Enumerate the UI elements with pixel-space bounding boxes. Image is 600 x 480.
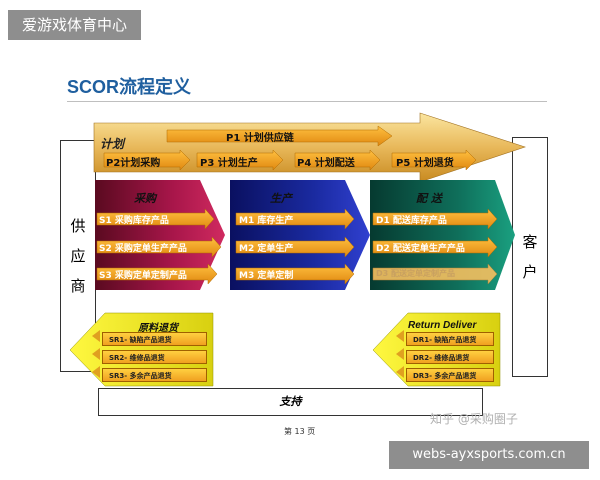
support-bar: 支持: [98, 388, 483, 416]
d1-label: D1 配送库存产品: [376, 216, 447, 226]
deliver-return-arrow: [372, 312, 501, 387]
watermark-top: 爱游戏体育中心: [8, 10, 141, 40]
dr2-item: DR2- 维修品退货: [406, 350, 494, 364]
dr1-item: DR1- 缺陷产品退货: [406, 332, 494, 346]
dr3-item: DR3- 多余产品退货: [406, 368, 494, 382]
p1-label: P1 计划供应链: [226, 133, 294, 144]
sr2-item: SR2- 维修品退货: [102, 350, 207, 364]
dr2-arrow: [396, 348, 404, 360]
make-chevron: [230, 180, 370, 290]
d3-label: D3 配送定单定制产品: [376, 269, 455, 278]
customer-char-1: 客: [522, 233, 538, 251]
s2-label: S2 采购定单生产产品: [99, 244, 187, 254]
d2-label: D2 配送定单生产产品: [376, 244, 465, 254]
source-return-arrow: [69, 312, 214, 387]
p2-label: P2计划采购: [106, 158, 161, 169]
supplier-char-2: 应: [70, 247, 86, 265]
s3-label: S3 采购定单定制产品: [99, 271, 187, 281]
p5-arrow: [391, 149, 477, 171]
supplier-char-3: 商: [70, 277, 86, 295]
m2-label: M2 定单生产: [239, 244, 294, 254]
deliver-return-label: Return Deliver: [408, 320, 477, 331]
m1-label: M1 库存生产: [239, 216, 294, 226]
diagram-title: SCOR流程定义: [67, 77, 192, 97]
customer-char-2: 户: [522, 263, 538, 281]
p3-label: P3 计划生产: [200, 158, 258, 169]
dr3-arrow: [396, 366, 404, 378]
customer-box: 客 户: [512, 137, 548, 377]
sr3-arrow: [92, 366, 100, 378]
s1-arrow: [96, 208, 215, 230]
zhihu-watermark: 知乎 @采购圈子: [430, 412, 518, 426]
watermark-bottom: webs-ayxsports.com.cn: [389, 441, 589, 469]
p5-label: P5 计划退货: [396, 158, 454, 169]
m3-label: M3 定单定制: [239, 271, 294, 281]
sr2-arrow: [92, 348, 100, 360]
page-number: 第 13 页: [284, 427, 316, 436]
d3-arrow: [372, 263, 498, 285]
plan-arrow: [93, 112, 526, 183]
d2-arrow: [372, 236, 498, 258]
source-chevron: [95, 180, 225, 290]
supplier-char-1: 供: [70, 217, 86, 235]
deliver-label: 配 送: [416, 192, 442, 205]
sr3-item: SR3- 多余产品退货: [102, 368, 207, 382]
source-label: 采购: [134, 192, 156, 205]
p2-arrow: [103, 149, 191, 171]
sr1-item: SR1- 缺陷产品退货: [102, 332, 207, 346]
deliver-chevron: [370, 180, 515, 290]
p4-label: P4 计划配送: [297, 158, 355, 169]
d1-arrow: [372, 208, 498, 230]
s3-arrow: [96, 263, 218, 285]
s1-label: S1 采购库存产品: [99, 216, 169, 226]
make-label: 生产: [270, 192, 292, 205]
p4-arrow: [294, 149, 381, 171]
dr1-arrow: [396, 330, 404, 342]
s2-arrow: [96, 236, 222, 258]
plan-label: 计划: [100, 137, 125, 151]
title-divider: [67, 101, 547, 102]
p3-arrow: [196, 149, 284, 171]
source-return-label: 原料退货: [138, 323, 178, 334]
sr1-arrow: [92, 330, 100, 342]
m2-arrow: [235, 236, 355, 258]
m1-arrow: [235, 208, 355, 230]
m3-arrow: [235, 263, 355, 285]
p1-arrow: [166, 125, 393, 147]
